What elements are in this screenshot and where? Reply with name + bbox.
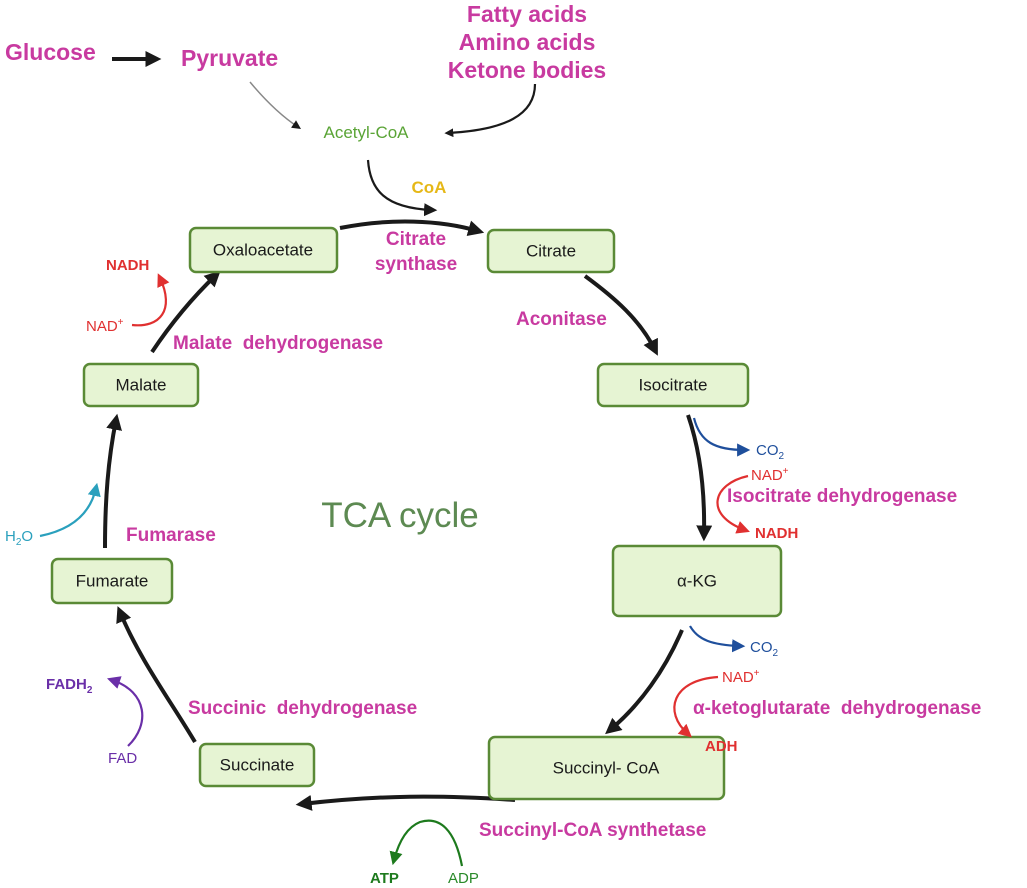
nad-to-adh-akg-arrow <box>673 675 719 738</box>
co2-akg-label: CO2 <box>750 639 779 659</box>
nadh-malate-label: NADH <box>106 257 149 274</box>
amino-acids-label: Amino acids <box>459 29 596 55</box>
citrate-to-isocitrate-arrow <box>583 274 658 356</box>
co2-isocitrate-arrow <box>692 417 751 457</box>
nad-isocitrate-label: NAD+ <box>751 466 789 484</box>
enzyme-isocitrate-dehydrogenase: Isocitrate dehydrogenase <box>727 486 957 507</box>
malate-to-oxaloacetate-arrow <box>150 270 221 354</box>
malate-label: Malate <box>115 375 166 394</box>
co2-isocitrate-label: CO2 <box>756 442 785 462</box>
fumarate-box: Fumarate <box>50 557 174 605</box>
enzyme-aconitase: Aconitase <box>516 309 607 330</box>
fad-label: FAD <box>108 750 137 767</box>
succinate-label: Succinate <box>220 755 295 774</box>
isocitrate-to-akg-arrow <box>686 414 713 542</box>
akg-box: α-KG <box>611 544 783 618</box>
succinate-box: Succinate <box>198 742 316 788</box>
enzyme-malate-dehydrogenase: Malate dehydrogenase <box>173 333 383 354</box>
enzyme-citrate-synthase-line2: synthase <box>375 254 457 275</box>
oxaloacetate-box: Oxaloacetate <box>188 226 339 274</box>
glucose-label: Glucose <box>5 39 96 65</box>
diagram-title: TCA cycle <box>321 496 479 535</box>
citrate-label: Citrate <box>526 241 576 260</box>
acetyl-coa-label: Acetyl-CoA <box>323 123 409 142</box>
fad-to-fadh2-arrow <box>106 676 144 747</box>
nadh-isocitrate-label: NADH <box>755 525 798 542</box>
akg-label: α-KG <box>677 571 717 590</box>
citrate-box: Citrate <box>486 228 616 274</box>
nad-to-nadh-malate-arrow <box>131 273 170 327</box>
nad-to-nadh-isocitrate-arrow <box>716 474 750 534</box>
ketone-bodies-label: Ketone bodies <box>448 57 606 83</box>
fatty-acids-label: Fatty acids <box>467 1 587 27</box>
succinyl-coa-label: Succinyl- CoA <box>553 758 660 777</box>
fumarate-to-malate-arrow <box>103 413 122 549</box>
h2o-input-arrow <box>39 482 101 538</box>
fadh2-label: FADH2 <box>46 676 93 696</box>
nad-malate-label: NAD+ <box>86 317 124 335</box>
enzyme-succinic-dehydrogenase: Succinic dehydrogenase <box>188 698 417 719</box>
co2-akg-arrow <box>689 625 746 653</box>
adp-label: ADP <box>448 870 479 887</box>
enzyme-fumarase: Fumarase <box>126 525 216 546</box>
succinate-to-fumarate-arrow <box>116 606 197 744</box>
coa-label: CoA <box>412 178 447 197</box>
acetylcoa-entry-arrow <box>366 159 438 217</box>
oxaloacetate-to-citrate-arrow <box>339 219 485 237</box>
h2o-label: H2O <box>5 528 33 548</box>
isocitrate-box: Isocitrate <box>596 362 750 408</box>
akg-to-succinylcoa-arrow <box>605 629 684 735</box>
fumarate-label: Fumarate <box>76 571 149 590</box>
succinylcoa-to-succinate-arrow <box>295 794 516 811</box>
nad-akg-label: NAD+ <box>722 668 760 686</box>
atp-label: ATP <box>370 870 399 887</box>
malate-box: Malate <box>82 362 200 408</box>
enzyme-citrate-synthase-line1: Citrate <box>386 229 446 250</box>
isocitrate-label: Isocitrate <box>639 375 708 394</box>
enzyme-succinyl-coa-synthetase: Succinyl-CoA synthetase <box>479 820 706 841</box>
pyruvate-label: Pyruvate <box>181 45 278 71</box>
pyruvate-to-acetylcoa-arrow <box>249 81 301 129</box>
lipids-to-acetylcoa-arrow <box>444 83 537 138</box>
oxaloacetate-label: Oxaloacetate <box>213 240 313 259</box>
enzyme-akg-dehydrogenase: α-ketoglutarate dehydrogenase <box>693 698 981 719</box>
succinyl-coa-box: Succinyl- CoA <box>487 735 726 801</box>
adh-akg-label: ADH <box>705 738 738 755</box>
adp-to-atp-arrow <box>389 819 464 867</box>
